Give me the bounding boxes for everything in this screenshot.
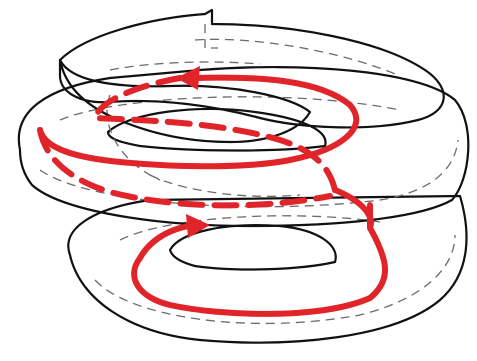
- flow-line: [40, 78, 385, 314]
- flow-line-upper: [40, 78, 356, 167]
- flow-arrow-lower: [186, 214, 210, 238]
